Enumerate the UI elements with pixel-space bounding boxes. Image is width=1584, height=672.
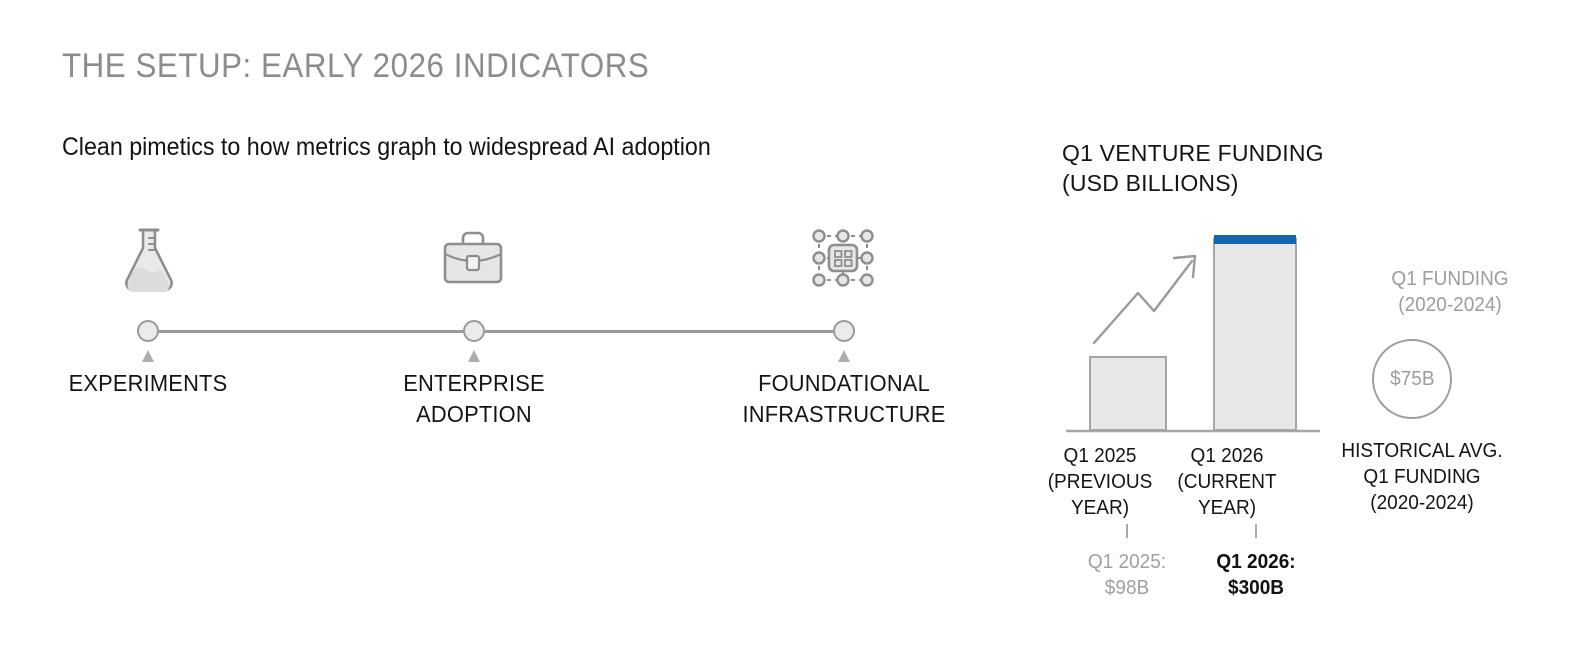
bar-q1-2026 [1213,238,1297,431]
historical-funding-heading-line2: (2020-2024) [1398,294,1502,316]
value-callout-q1-2026-line2: $300B [1228,577,1284,599]
bar-caption-q1-2025-line3: YEAR) [1070,497,1130,519]
network-chip-icon [798,218,888,298]
timeline-label-enterprise-adoption: ENTERPRISE ADOPTION [314,368,634,430]
value-callout-q1-2026-line1: Q1 2026: [1216,551,1296,573]
historical-average-circle: $75B [1372,339,1452,419]
timeline-pointer-experiments [142,350,154,362]
page-title: THE SETUP: EARLY 2026 INDICATORS [62,47,650,85]
timeline-node-experiments[interactable] [137,320,159,342]
bar-q1-2025 [1089,356,1167,431]
bar-caption-q1-2026-line2: (CURRENT [1177,471,1277,493]
historical-funding-heading: Q1 FUNDING (2020-2024) [1350,266,1550,318]
leader-tick-q1-2025 [1126,524,1128,538]
timeline-node-foundational-infrastructure[interactable] [833,320,855,342]
flask-icon [104,218,194,298]
adoption-timeline: EXPERIMENTS ENTERPRISE ADOPTION FOUNDATI… [0,200,1000,460]
briefcase-icon [428,218,518,298]
bar-caption-q1-2026-line1: Q1 2026 [1190,445,1264,467]
value-callout-q1-2025-line2: $98B [1104,577,1150,599]
timeline-label-experiments-line1: EXPERIMENTS [68,370,228,396]
bar-caption-q1-2025: Q1 2025 (PREVIOUS YEAR) [1035,443,1165,521]
timeline-label-foundational-line2: INFRASTRUCTURE [742,401,946,427]
bar-caption-q1-2025-line2: (PREVIOUS [1047,471,1153,493]
funding-bar-chart [1062,225,1324,440]
funding-panel-title-line2: (USD BILLIONS) [1062,170,1239,196]
timeline-label-foundational-line1: FOUNDATIONAL [758,370,930,396]
historical-average-caption-line1: HISTORICAL AVG. [1341,440,1503,462]
leader-tick-q1-2026 [1255,524,1257,538]
timeline-label-enterprise-line2: ADOPTION [416,401,532,427]
timeline-label-experiments: EXPERIMENTS [0,368,308,399]
page-subtitle: Clean pimetics to how metrics graph to w… [62,133,711,161]
growth-arrow-icon [1092,254,1197,345]
value-callout-q1-2025: Q1 2025: $98B [1052,549,1202,601]
historical-average-caption-line3: (2020-2024) [1370,492,1474,514]
historical-average-caption-line2: Q1 FUNDING [1363,466,1481,488]
bar-caption-q1-2026-line3: YEAR) [1197,497,1257,519]
value-callout-q1-2025-line1: Q1 2025: [1087,551,1167,573]
bar-q1-2026-highlight-cap [1214,235,1296,244]
timeline-track [148,330,844,333]
value-callout-q1-2026: Q1 2026: $300B [1181,549,1331,601]
historical-funding-heading-line1: Q1 FUNDING [1391,268,1509,290]
historical-average-value: $75B [1389,367,1435,390]
timeline-label-enterprise-line1: ENTERPRISE [403,370,545,396]
timeline-node-enterprise-adoption[interactable] [463,320,485,342]
funding-panel-title-line1: Q1 VENTURE FUNDING [1062,140,1324,166]
historical-average-caption: HISTORICAL AVG. Q1 FUNDING (2020-2024) [1332,438,1512,516]
bar-caption-q1-2026: Q1 2026 (CURRENT YEAR) [1162,443,1292,521]
funding-panel-title: Q1 VENTURE FUNDING (USD BILLIONS) [1062,138,1324,198]
timeline-pointer-enterprise-adoption [468,350,480,362]
timeline-label-foundational-infrastructure: FOUNDATIONAL INFRASTRUCTURE [684,368,1004,430]
bar-caption-q1-2025-line1: Q1 2025 [1063,445,1137,467]
timeline-pointer-foundational-infrastructure [838,350,850,362]
